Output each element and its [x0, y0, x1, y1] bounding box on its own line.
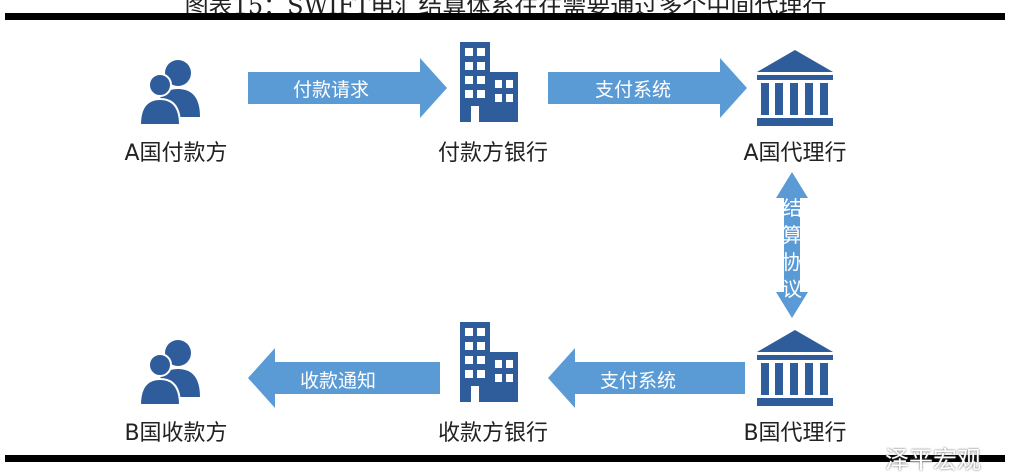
a-payer-label: A国付款方 — [124, 141, 228, 166]
b-agent-bank-icon — [757, 330, 833, 406]
payee-bank-icon — [460, 322, 518, 402]
receipt-notice-label: 收款通知 — [300, 370, 377, 392]
settlement-agreement-label: 结算协议 — [782, 196, 802, 301]
settlement-double-arrow — [776, 172, 808, 318]
watermark: 泽平宏观 — [885, 446, 981, 474]
b-payee-icon — [139, 339, 201, 406]
payment-system-bottom-label: 支付系统 — [600, 370, 677, 392]
a-payer-icon — [139, 59, 201, 126]
receipt-notice-arrow — [248, 348, 440, 408]
payment-system-bottom-arrow — [548, 348, 745, 408]
b-agent-label: B国代理行 — [743, 421, 847, 446]
top-rule — [5, 13, 1005, 20]
payment-system-top-label: 支付系统 — [595, 79, 672, 101]
bottom-rule — [5, 455, 1005, 462]
payment-request-arrow — [248, 58, 447, 118]
a-agent-label: A国代理行 — [743, 141, 847, 166]
payment-request-label: 付款请求 — [293, 79, 370, 101]
payee-bank-label: 收款方银行 — [437, 421, 548, 446]
payment-system-top-arrow — [548, 58, 747, 118]
b-payee-label: B国收款方 — [124, 421, 228, 446]
a-agent-bank-icon — [757, 50, 833, 126]
payer-bank-icon — [460, 42, 518, 122]
payer-bank-label: 付款方银行 — [437, 141, 548, 166]
